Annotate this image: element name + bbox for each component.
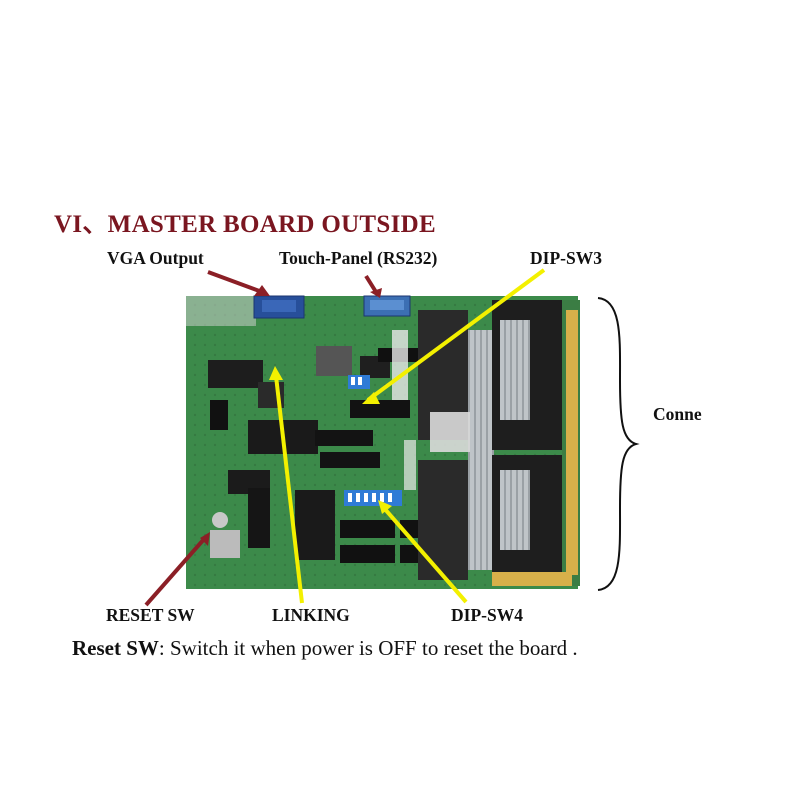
- label-dip-sw4: DIP-SW4: [451, 605, 523, 625]
- arrow-reset-sw: [144, 532, 210, 607]
- label-touch-panel: Touch-Panel (RS232): [279, 248, 438, 268]
- label-vga-output: VGA Output: [107, 248, 204, 268]
- dip-sw4-switch: [344, 490, 402, 506]
- connector-area: [418, 300, 580, 586]
- arrow-linking: [269, 366, 304, 604]
- label-reset-sw: RESET SW: [106, 605, 195, 625]
- dip-sw3-switch: [348, 375, 370, 389]
- reset-term: Reset SW: [72, 636, 159, 660]
- reset-text: : Switch it when power is OFF to reset t…: [158, 636, 578, 660]
- arrow-dip-sw3: [362, 268, 546, 404]
- connector-brace: [597, 297, 640, 591]
- label-dip-sw3: DIP-SW3: [530, 248, 602, 268]
- reset-description: Reset SW: Switch it when power is OFF to…: [72, 636, 578, 661]
- vga-connector: [253, 295, 305, 319]
- rs232-connector: [363, 295, 411, 317]
- section-heading: VI、MASTER BOARD OUTSIDE: [54, 211, 436, 238]
- arrow-dip-sw4: [378, 500, 468, 604]
- arrow-vga: [207, 270, 270, 296]
- label-linking: LINKING: [272, 605, 350, 625]
- label-connector: Conne: [653, 404, 702, 424]
- master-board-pcb: [186, 296, 578, 589]
- arrow-touch-panel: [364, 274, 382, 298]
